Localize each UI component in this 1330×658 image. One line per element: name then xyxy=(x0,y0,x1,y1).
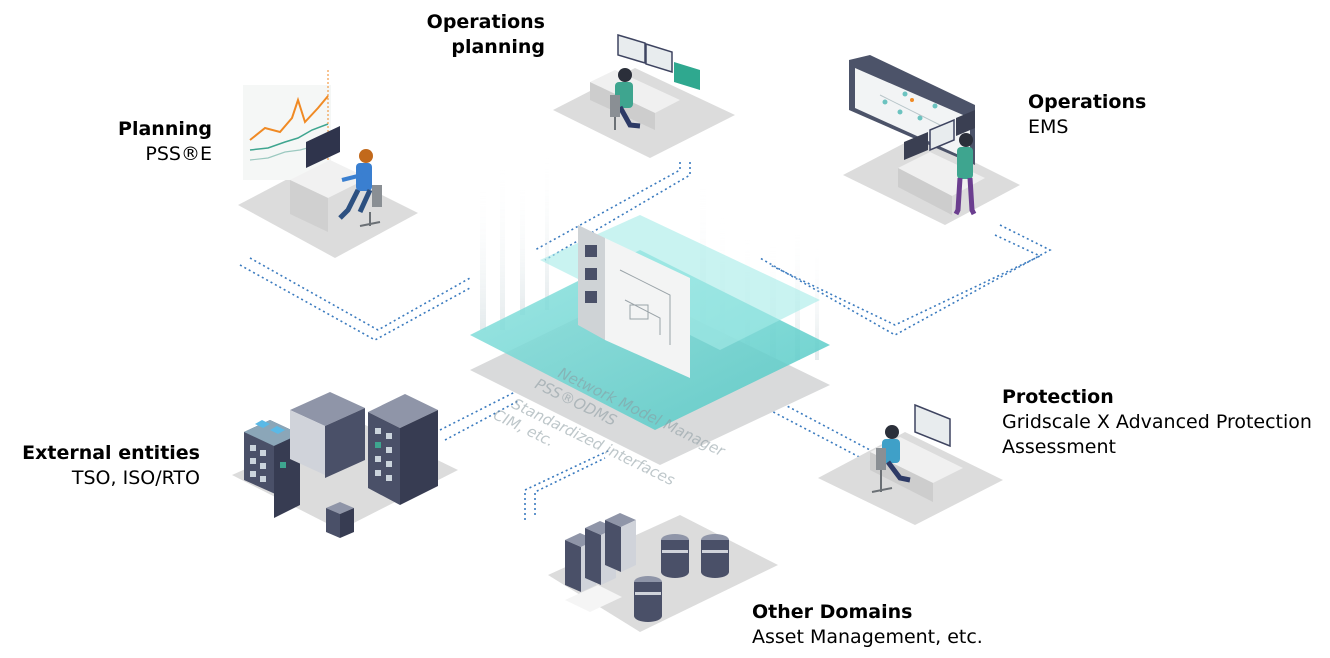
external-building-1 xyxy=(244,420,300,518)
operations-label: Operations EMS xyxy=(1028,90,1228,140)
protection-person xyxy=(882,425,911,483)
operations-person xyxy=(953,133,977,216)
protection-subtitle-line2: Assessment xyxy=(1002,436,1116,458)
connector-other xyxy=(524,449,611,520)
other-domains-platform xyxy=(548,513,778,632)
ops-planning-monitor-2 xyxy=(645,42,673,74)
external-small-cube xyxy=(326,502,354,538)
planning-person xyxy=(338,149,373,220)
protection-chair xyxy=(876,448,886,470)
other-databases xyxy=(634,534,729,622)
operations-subtitle: EMS xyxy=(1028,116,1069,138)
connector-planning xyxy=(239,264,471,341)
planning-subtitle: PSS®E xyxy=(145,143,212,165)
operations-platform xyxy=(843,55,1020,225)
protection-monitor xyxy=(914,403,951,448)
planning-platform xyxy=(238,70,418,258)
other-server-racks xyxy=(565,513,636,592)
external-subtitle: TSO, ISO/RTO xyxy=(71,467,200,489)
other-subtitle: Asset Management, etc. xyxy=(752,626,983,648)
connector-lines xyxy=(239,162,1052,520)
central-hub: Network Model Manager PSS®ODMS Standardi… xyxy=(470,150,830,489)
other-title: Other Domains xyxy=(752,601,913,623)
planning-chair xyxy=(359,185,382,227)
planning-monitor xyxy=(306,126,340,168)
ops-planning-chair xyxy=(610,95,620,117)
connector-operations xyxy=(759,224,1052,336)
connector-other-inner xyxy=(534,457,606,515)
other-paper xyxy=(565,585,622,612)
connector-operations-inner xyxy=(769,234,1042,326)
protection-title: Protection xyxy=(1002,386,1114,408)
operations-monitor-3 xyxy=(956,110,975,136)
external-label: External entities TSO, ISO/RTO xyxy=(4,441,200,491)
operations-title: Operations xyxy=(1028,91,1147,113)
external-title: External entities xyxy=(22,442,200,464)
ops-planning-monitor-3 xyxy=(674,62,700,90)
other-domains-label: Other Domains Asset Management, etc. xyxy=(752,600,1012,650)
connector-ops-planning xyxy=(544,162,691,261)
planning-title: Planning xyxy=(118,118,212,140)
hub-panel xyxy=(578,225,690,378)
ops-planning-title-line2: planning xyxy=(451,36,545,58)
external-building-2 xyxy=(290,392,365,478)
protection-label: Protection Gridscale X Advanced Protecti… xyxy=(1002,385,1324,460)
external-platform xyxy=(232,392,458,538)
connector-protection-inner xyxy=(769,396,871,451)
connector-external-inner xyxy=(439,391,516,431)
connector-planning-inner xyxy=(249,257,471,331)
protection-subtitle-line1: Gridscale X Advanced Protection xyxy=(1002,411,1312,433)
ops-planning-title-line1: Operations xyxy=(426,11,545,33)
protection-platform xyxy=(818,403,1003,525)
connector-external xyxy=(444,399,521,441)
ops-planning-monitor-1 xyxy=(617,33,646,65)
operations-monitor-1 xyxy=(904,132,928,160)
planning-label: Planning PSS®E xyxy=(60,117,212,167)
planning-chart-graphic xyxy=(243,70,331,180)
external-building-3 xyxy=(368,394,438,505)
ops-planning-label: Operations planning xyxy=(360,10,545,60)
operations-monitor-2 xyxy=(929,118,955,152)
connector-protection xyxy=(759,404,866,461)
ops-planning-platform xyxy=(553,33,735,158)
